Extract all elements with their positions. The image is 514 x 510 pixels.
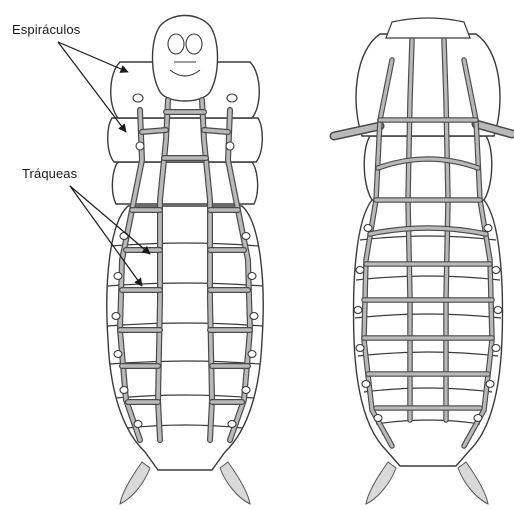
left-cercus-right <box>220 462 250 504</box>
right-insect-figure <box>334 18 512 504</box>
right-cercus-left <box>366 462 396 504</box>
right-abdomen-outline <box>354 200 503 466</box>
left-cercus-left <box>120 462 150 504</box>
left-head <box>153 16 218 102</box>
right-cercus-right <box>458 462 488 504</box>
left-insect-figure <box>58 16 263 505</box>
left-abdomen-outline <box>107 206 263 470</box>
